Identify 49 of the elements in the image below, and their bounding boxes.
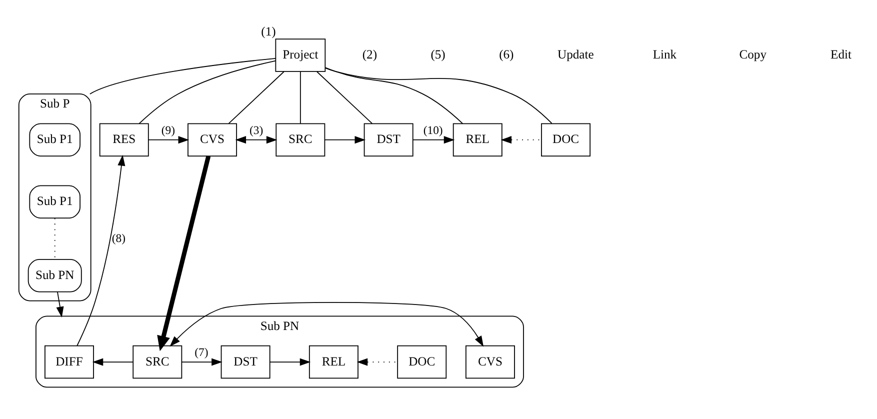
- legend-label: Link: [652, 47, 677, 62]
- node-box: DST: [364, 122, 414, 156]
- arrow: [356, 358, 398, 366]
- node-box: DST: [220, 344, 270, 378]
- edge-label: (9): [161, 123, 176, 136]
- node-box: SRC: [276, 122, 326, 156]
- node-box: REL: [452, 122, 502, 156]
- arrow: [170, 302, 484, 346]
- label: (2): [362, 47, 378, 62]
- node-box: DOC: [397, 344, 447, 378]
- node-box: CVS: [465, 344, 515, 378]
- arrow: [76, 154, 126, 346]
- connector: [324, 67, 552, 124]
- arrow: [412, 136, 455, 144]
- edge-label: (7): [194, 346, 208, 359]
- edge-label: (3): [250, 123, 264, 136]
- edge-label: (10): [423, 123, 443, 136]
- node-box: Project: [275, 38, 326, 72]
- connector: [138, 60, 276, 124]
- arrow: [56, 291, 64, 317]
- connector: [325, 66, 464, 124]
- node-box: Sub P1: [29, 184, 80, 218]
- legend-label: Edit: [830, 47, 852, 62]
- connector: [300, 70, 301, 124]
- node-box: DIFF: [44, 344, 94, 378]
- legend-label: Copy: [739, 47, 767, 62]
- arrow: [500, 136, 542, 144]
- node-box: Sub P1: [29, 122, 80, 156]
- connector: [89, 57, 276, 94]
- arrow: [270, 358, 311, 366]
- arrow: [148, 136, 190, 144]
- legend-label: Update: [558, 47, 594, 62]
- label: (6): [499, 47, 514, 62]
- arrow: [324, 136, 366, 144]
- arrow: [92, 358, 134, 366]
- node-box: REL: [308, 344, 358, 378]
- arrow: [181, 358, 222, 366]
- node-box: DOC: [541, 122, 591, 156]
- node-box: RES: [99, 122, 149, 156]
- node-box: SRC: [132, 344, 182, 378]
- edge-label: (8): [112, 231, 126, 244]
- arrow: [235, 136, 278, 144]
- label: (5): [430, 47, 446, 62]
- node-box: CVS: [188, 122, 237, 156]
- connector: [316, 70, 373, 124]
- node-label: (1): [261, 24, 276, 38]
- connector: [228, 70, 284, 124]
- arrow: [157, 155, 211, 351]
- node-box: Sub PN: [28, 258, 82, 292]
